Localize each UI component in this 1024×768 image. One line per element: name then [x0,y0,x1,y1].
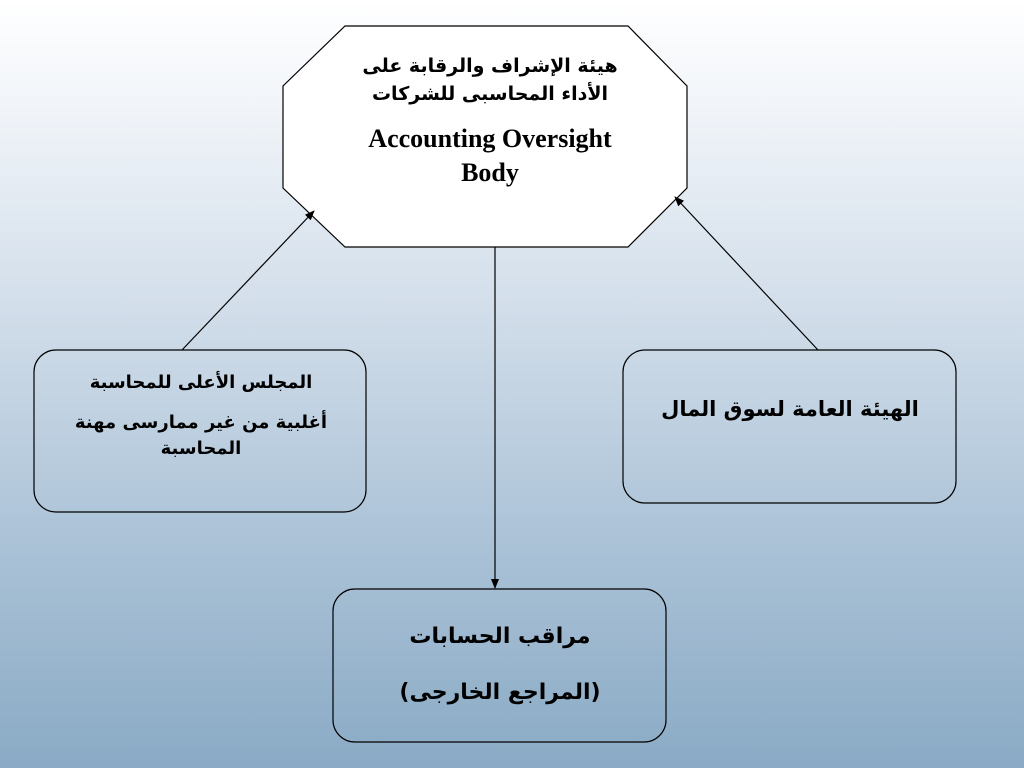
oversight-body-octagon [282,25,688,248]
oversight-body-english-line1: Accounting Oversight [368,124,612,153]
oversight-body-english-line2: Body [461,158,519,187]
high-council-box [33,349,367,513]
arrow-cma-to-oversight [674,196,819,351]
high-council-description: أغلبية من غير ممارسى مهنة المحاسبة [74,412,328,459]
arrow-council-to-oversight [181,210,315,351]
external-auditor-label: مراقب الحسابات (المراجع الخارجى) [335,592,665,740]
external-auditor-title: مراقب الحسابات [409,624,591,649]
oversight-body-arabic-line2: الأداء المحاسبى للشركات [371,83,609,105]
external-auditor-subtitle: (المراجع الخارجى) [399,680,601,705]
capital-market-authority-label: الهيئة العامة لسوق المال [625,352,955,502]
capital-market-authority-box [622,349,957,504]
capital-market-authority-title: الهيئة العامة لسوق المال [661,397,919,421]
high-council-title: المجلس الأعلى للمحاسبة [89,372,313,393]
oversight-body-arabic-line1: هيئة الإشراف والرقابة على [362,55,618,77]
external-auditor-box [332,588,667,743]
oversight-body-label: هيئة الإشراف والرقابة على الأداء المحاسب… [300,52,680,222]
high-council-label: المجلس الأعلى للمحاسبة أغلبية من غير مما… [40,356,362,506]
